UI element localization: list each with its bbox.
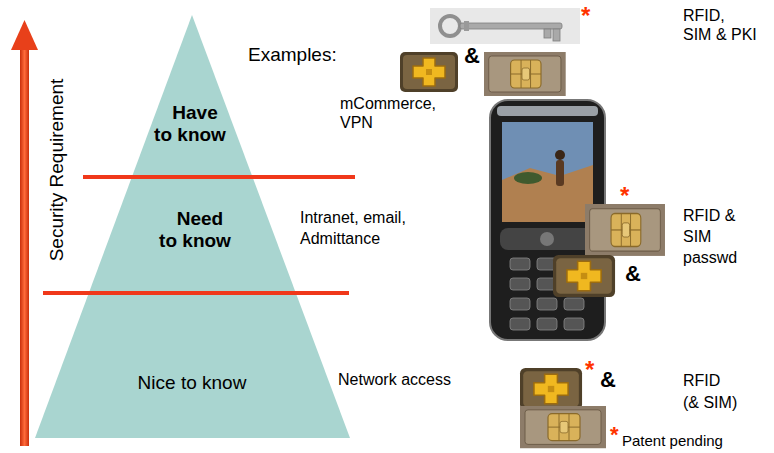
label-anchor: RFID (& SIM): [683, 370, 739, 413]
asterisk-mark: *: [620, 184, 629, 208]
method-label: RFID, SIM & PKI: [683, 6, 757, 44]
label-anchor: RFID, SIM & PKI: [683, 6, 757, 44]
label-anchor: *: [620, 184, 629, 208]
asterisk-mark: *: [610, 424, 619, 446]
footnote-label: Patent pending: [622, 432, 723, 450]
ampersand: &: [600, 368, 616, 392]
band-fill: [132, 15, 253, 177]
label-anchor: Examples:: [248, 44, 337, 67]
requirement-arrow: [11, 20, 38, 446]
label-anchor: *: [585, 358, 594, 382]
rfid-tag: [400, 52, 458, 92]
label-anchor: RFID & SIM passwd: [683, 206, 739, 268]
pyramid-band: Have to know: [35, 15, 350, 177]
rfid-tag: [553, 255, 615, 297]
label-anchor: Security Requirement: [57, 170, 240, 193]
divider-line: [83, 175, 355, 179]
band-shape: [35, 15, 350, 177]
sim-card: [585, 204, 665, 256]
sim-card: [520, 406, 606, 448]
example-label: Intranet, email, Admittance: [300, 208, 410, 250]
band-label: Have to know: [153, 102, 227, 146]
ampersand: &: [625, 262, 641, 286]
band-fill: [89, 177, 296, 293]
rfid-tag: [520, 368, 582, 410]
label-anchor: &: [625, 262, 641, 286]
label-anchor: *: [581, 4, 590, 28]
band-shape: [35, 293, 350, 438]
label-anchor: mCommerce, VPN: [340, 94, 452, 132]
label-anchor: &: [464, 44, 480, 68]
asterisk-mark: *: [585, 358, 594, 382]
method-label: RFID & SIM passwd: [683, 206, 739, 268]
band-fill: [35, 293, 350, 438]
label-anchor: Patent pending: [622, 432, 723, 450]
key-picture: [430, 8, 580, 44]
band-label: Nice to know: [138, 372, 247, 394]
heading-label: Examples:: [248, 44, 337, 67]
sim-card: [484, 52, 566, 96]
label-anchor: Intranet, email, Admittance: [300, 208, 410, 250]
example-label: Network access: [338, 370, 451, 389]
label-anchor: &: [600, 368, 616, 392]
band-label: Need to know: [158, 208, 232, 252]
label-anchor: Network access: [338, 370, 451, 389]
pyramid-band: Nice to know: [35, 293, 350, 438]
label-anchor: *: [610, 424, 619, 446]
ampersand: &: [464, 44, 480, 68]
asterisk-mark: *: [581, 4, 590, 28]
divider-line: [43, 291, 349, 295]
axis-label: Security Requirement: [46, 79, 69, 262]
example-label: mCommerce, VPN: [340, 94, 452, 132]
method-label: RFID (& SIM): [683, 370, 739, 413]
